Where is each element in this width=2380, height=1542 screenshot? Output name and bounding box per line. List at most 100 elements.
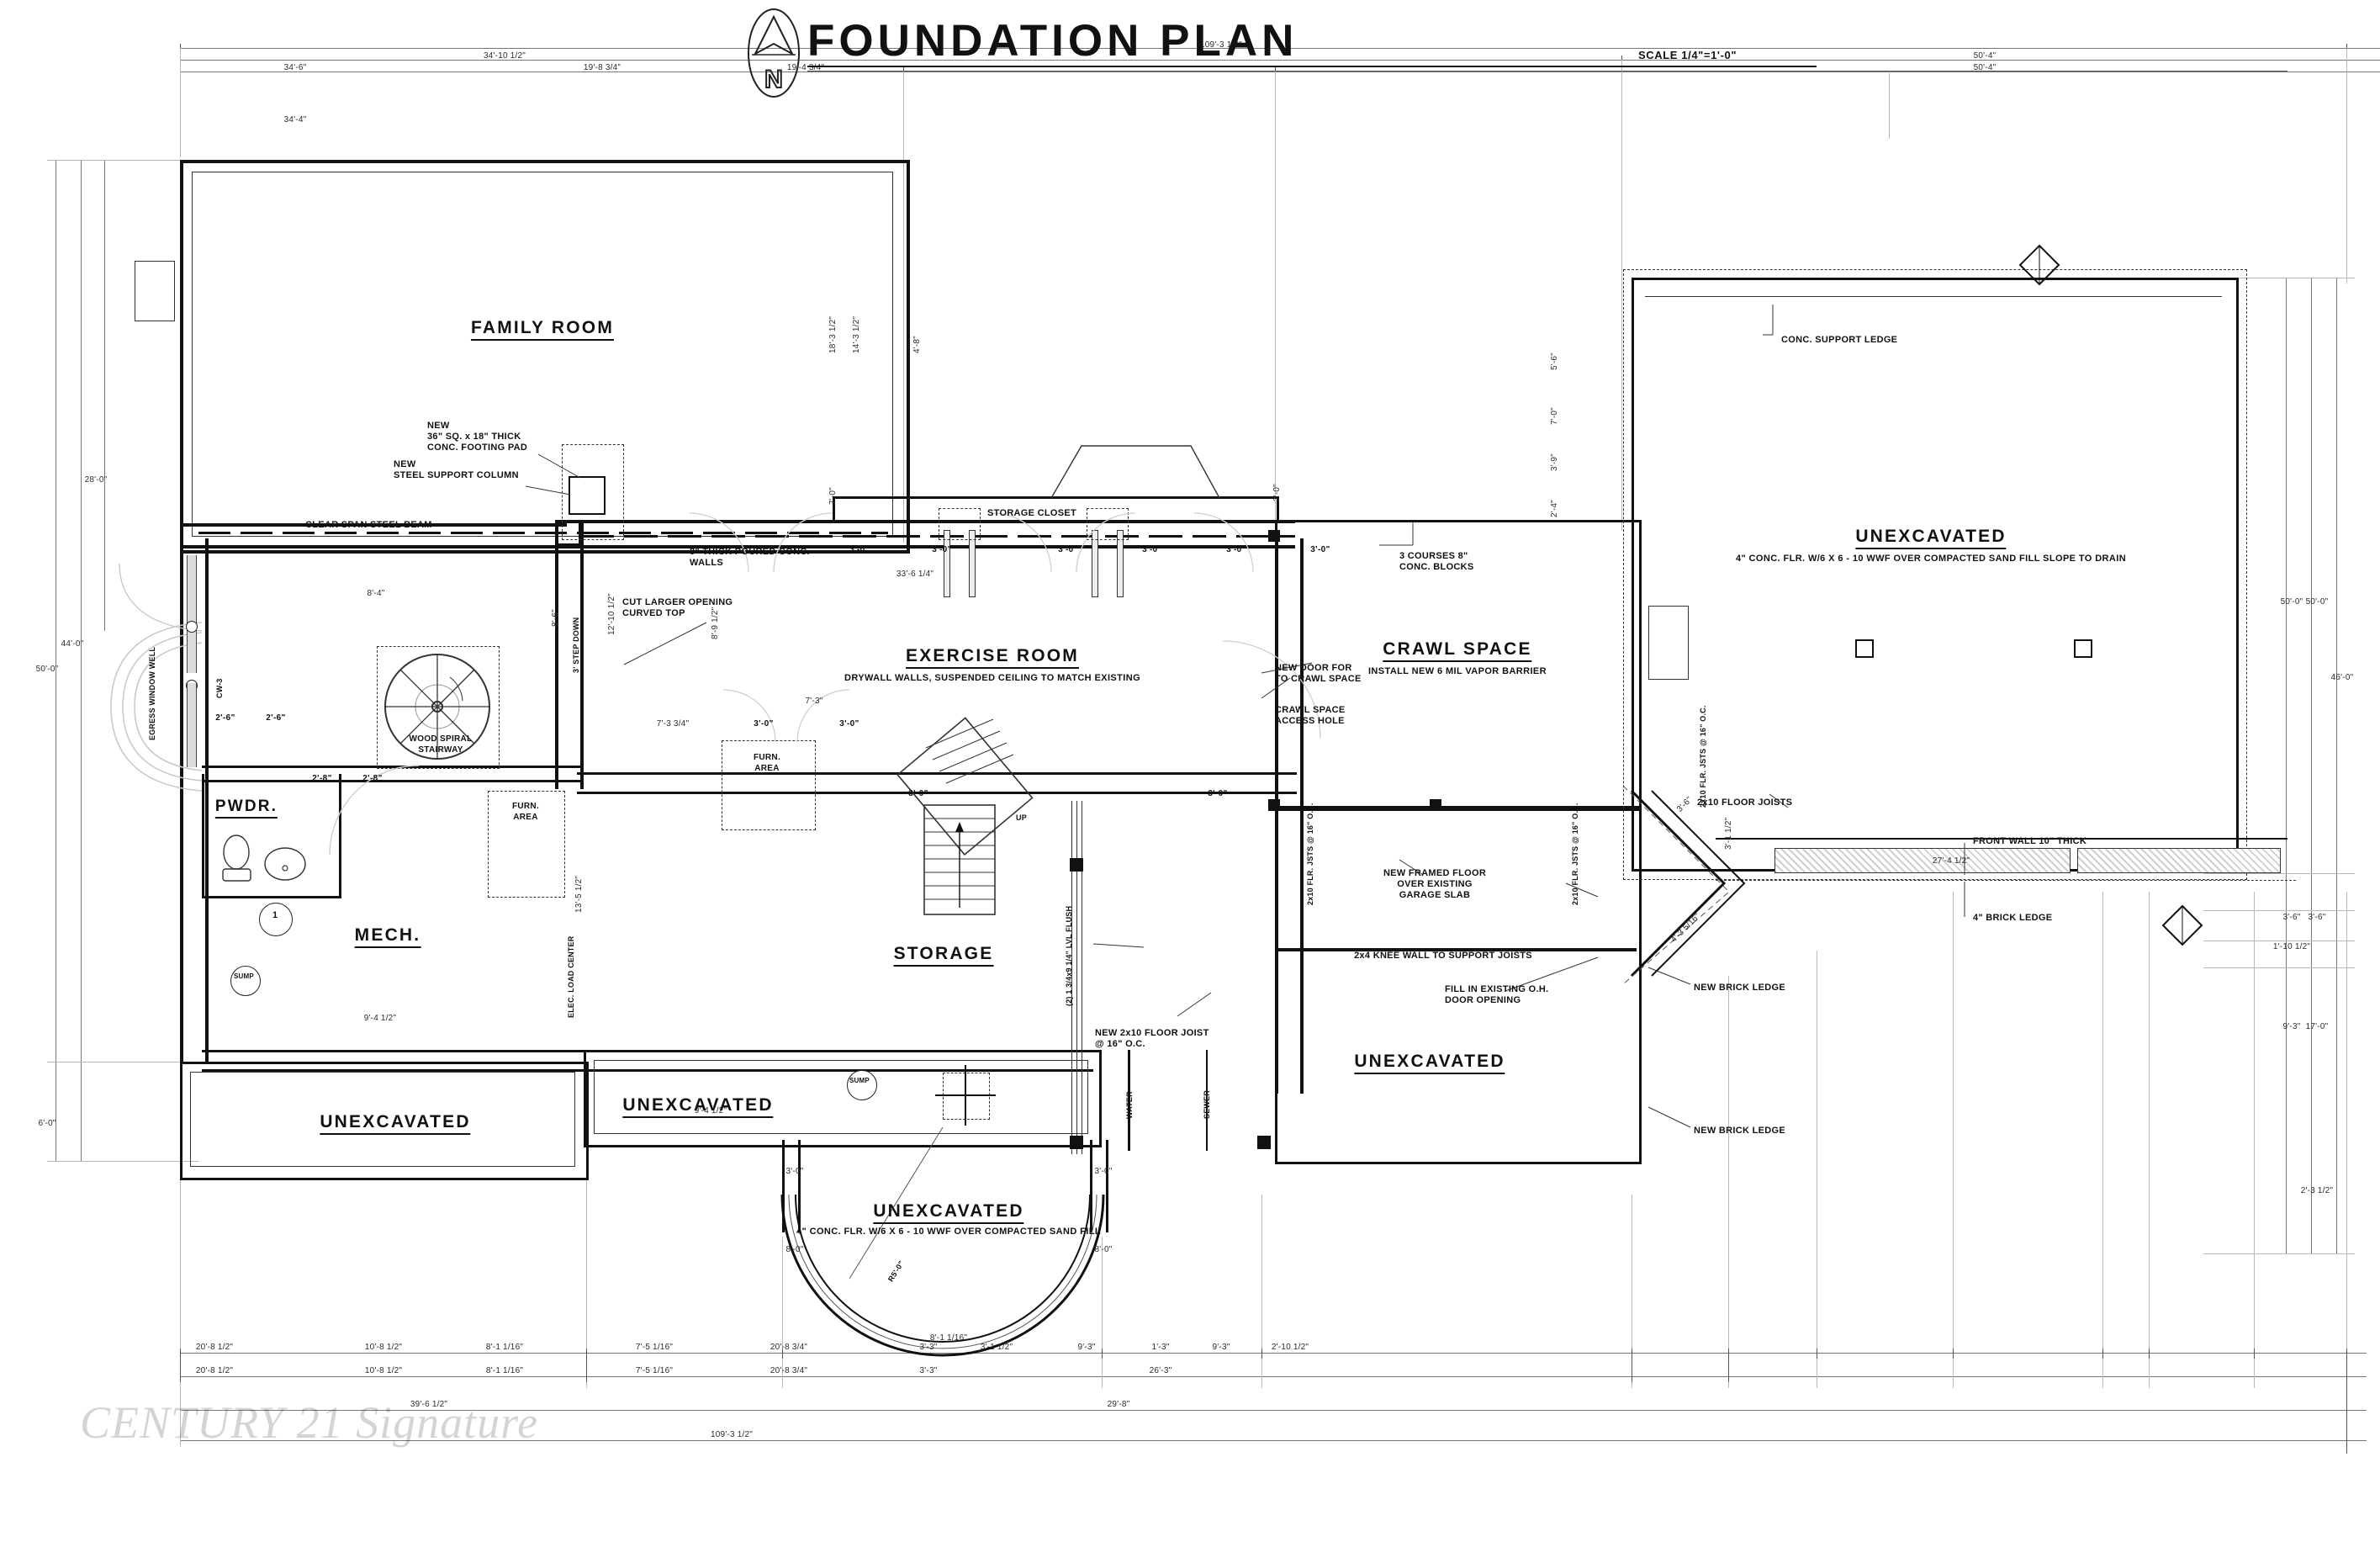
door-width-mark: 3'-0" bbox=[839, 719, 859, 729]
extension-line bbox=[1621, 60, 1622, 531]
clear-span-steel-beam-line bbox=[198, 532, 888, 534]
dimension-interior: 3'-0" bbox=[785, 1167, 804, 1176]
dim-line-left-3 bbox=[104, 160, 105, 631]
room-sub-exercise-room: DRYWALL WALLS, SUSPENDED CEILING TO MATC… bbox=[844, 673, 1141, 683]
dimension-interior: 7'-3 3/4" bbox=[656, 719, 690, 729]
sewer-line bbox=[1206, 1050, 1208, 1151]
closet-door-leaf-3 bbox=[1092, 530, 1098, 597]
scale-text: SCALE 1/4"=1'-0" bbox=[1638, 49, 1737, 61]
note-sump-1: SUMP bbox=[234, 972, 254, 980]
note-new-floor-joist: NEW 2x10 FLOOR JOIST @ 16" O.C. bbox=[1095, 1028, 1209, 1049]
dim-tick bbox=[1261, 1349, 1262, 1359]
dim-line-top-1 bbox=[180, 48, 2380, 49]
wall-fr-bottom bbox=[180, 523, 567, 548]
note-new-brick-ledge-1: NEW BRICK LEDGE bbox=[1694, 983, 1785, 993]
dimension-interior: 8'-1 1/16" bbox=[929, 1333, 968, 1343]
main-stair-svg bbox=[896, 717, 1034, 915]
note-cw3: CW-3 bbox=[215, 678, 224, 698]
dimension-bottom: 20'-8 3/4" bbox=[770, 1343, 808, 1352]
closet-header-2 bbox=[1087, 508, 1129, 540]
page-title: FOUNDATION PLAN bbox=[807, 16, 1298, 66]
brick-ledge-hatch-2 bbox=[2077, 848, 2281, 873]
dimension-top: 34'-6" bbox=[283, 63, 307, 72]
door-width-mark: 3'-0" bbox=[1058, 545, 1078, 554]
closet-door-leaf-2 bbox=[969, 530, 976, 597]
dimension-top: 50'-4" bbox=[1973, 51, 1997, 61]
door-width-mark: 3'-0" bbox=[1226, 545, 1246, 554]
dimension-left: 6'-0" bbox=[38, 1119, 56, 1128]
dimension-interior: 8'-6" bbox=[551, 609, 560, 627]
detail-marker-right bbox=[2161, 904, 2203, 946]
door-swings-svg bbox=[689, 512, 1254, 573]
closet-door-leaf-1 bbox=[944, 530, 950, 597]
extension-line bbox=[47, 1161, 198, 1162]
dimension-interior: 12'-10 1/2" bbox=[607, 593, 616, 635]
dimension-bottom: 39'-6 1/2" bbox=[410, 1400, 448, 1409]
note-new-door-crawl: NEW DOOR FOR TO CRAWL SPACE bbox=[1275, 663, 1362, 684]
dimension-interior: 2'-0" bbox=[1272, 484, 1282, 501]
note-furn-area-2: FURN. AREA bbox=[753, 753, 781, 773]
angled-corner-svg bbox=[1622, 785, 1746, 985]
door-width-mark: 3'-0" bbox=[1310, 545, 1330, 554]
note-egress-window-well: EGRESS WINDOW WELL bbox=[148, 646, 156, 740]
note-new-brick-ledge-2: NEW BRICK LEDGE bbox=[1694, 1126, 1785, 1136]
dim-line-top-2 bbox=[180, 60, 2380, 61]
wall-unexc-mid-inner bbox=[594, 1060, 1088, 1134]
note-flr-jsts-upper: 2x10 FLR. JSTS @ 16" O.C. bbox=[1699, 705, 1707, 808]
dimension-interior: 8'-0" bbox=[785, 1245, 804, 1254]
beam-post-5 bbox=[1268, 799, 1280, 811]
wall-pwdr bbox=[202, 774, 341, 898]
room-sub-unexcavated-bay: 4" CONC. FLR. W/6 X 6 - 10 WWF OVER COMP… bbox=[796, 1227, 1101, 1237]
title-underline-2 bbox=[807, 71, 2287, 72]
detail-marker-top-right bbox=[2018, 244, 2060, 286]
dimension-interior: 7'-0" bbox=[1550, 407, 1559, 425]
pier-2 bbox=[2074, 639, 2092, 658]
dimension-right: 2'-3 1/2" bbox=[2300, 1186, 2334, 1195]
extension-line bbox=[782, 1237, 783, 1388]
floor-opening-dashed bbox=[943, 1073, 990, 1120]
extension-line bbox=[1261, 1195, 1262, 1388]
wall-storage-top bbox=[577, 772, 1297, 794]
right-notch-outline bbox=[1648, 606, 1689, 680]
dimension-bottom: 3'-3" bbox=[919, 1366, 938, 1375]
dimension-right: 50'-0" bbox=[2280, 597, 2303, 607]
window-left-1 bbox=[187, 555, 197, 673]
dim-tick bbox=[1728, 1349, 1729, 1382]
door-width-mark: 2'-8" bbox=[312, 774, 332, 783]
note-conc-support-ledge: CONC. SUPPORT LEDGE bbox=[1781, 335, 1898, 345]
dimension-interior: 2'-4" bbox=[1550, 500, 1559, 517]
extension-line bbox=[2149, 892, 2150, 1388]
note-cut-opening: CUT LARGER OPENING CURVED TOP bbox=[622, 597, 733, 618]
extension-line bbox=[2203, 967, 2355, 968]
note-step-down: 3' STEP DOWN bbox=[572, 617, 580, 673]
dimension-top: 34'-4" bbox=[283, 115, 307, 125]
note-elec-load-center: ELEC. LOAD CENTER bbox=[567, 935, 575, 1018]
dimension-interior: 7'-3" bbox=[805, 697, 823, 706]
note-sewer: SEWER bbox=[1203, 1089, 1211, 1119]
dimension-right: 1'-10 1/2" bbox=[2272, 942, 2311, 951]
beam-post-4 bbox=[1268, 530, 1280, 542]
furn-area-box-2 bbox=[722, 740, 816, 830]
door-width-mark: 3'-0" bbox=[908, 789, 928, 798]
note-crawl-access: CRAWL SPACE ACCESS HOLE bbox=[1275, 705, 1346, 726]
dimension-interior: 14'-3 1/2" bbox=[852, 315, 861, 353]
note-lvl-flush: (2) 1 3/4x9 1/4" LVL FLUSH bbox=[1065, 905, 1073, 1006]
dimension-interior: 33'-6 1/4" bbox=[896, 570, 934, 579]
pier-1 bbox=[1855, 639, 1874, 658]
door-width-mark: 3'-0" bbox=[932, 545, 952, 554]
wall-unexc-left-inner bbox=[190, 1072, 575, 1167]
note-knee-wall: 2x4 KNEE WALL TO SUPPORT JOISTS bbox=[1354, 951, 1532, 961]
room-label-unexcavated-left: UNEXCAVATED bbox=[320, 1112, 471, 1135]
room-label-crawl-space: CRAWL SPACE bbox=[1383, 639, 1532, 662]
lvl-beam-line-a bbox=[1071, 801, 1072, 1154]
dimension-top: 50'-4" bbox=[1973, 63, 1997, 72]
wall-exercise-left bbox=[555, 520, 584, 789]
dimension-right: 17'-0" bbox=[2305, 1022, 2329, 1031]
note-conc-blocks: 3 COURSES 8" CONC. BLOCKS bbox=[1399, 551, 1474, 572]
dimension-bottom: 8'-1 1/16" bbox=[485, 1366, 524, 1375]
dimension-interior: 4'-8" bbox=[912, 336, 922, 353]
dim-tick bbox=[782, 1349, 783, 1359]
door-width-mark: 2'-6" bbox=[215, 713, 235, 723]
